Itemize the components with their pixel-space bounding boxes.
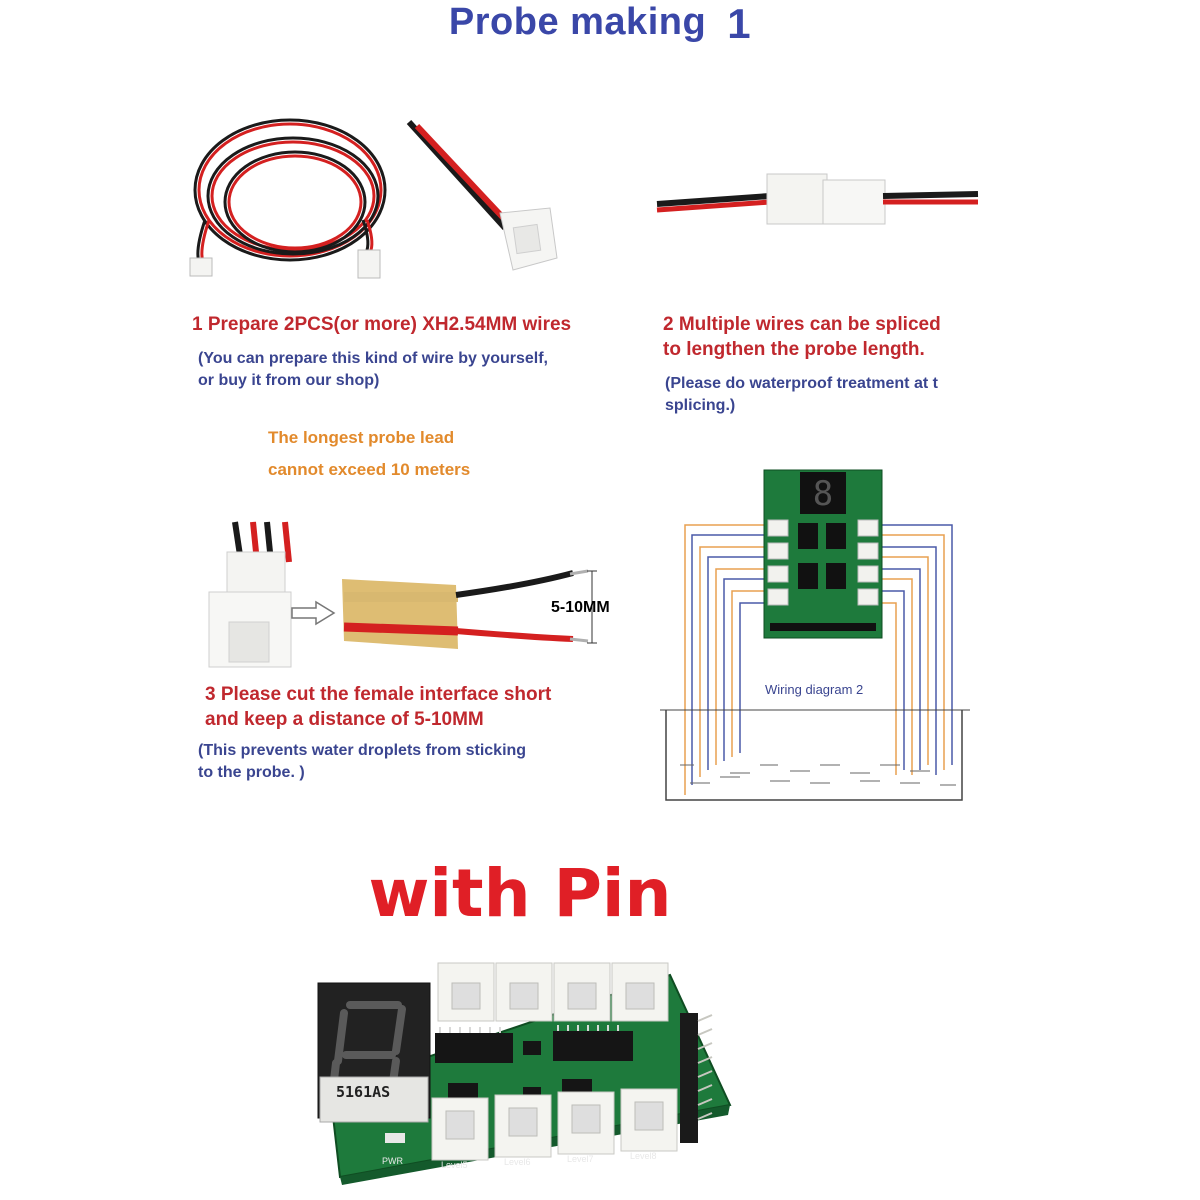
level-sensor-board-photo bbox=[317, 962, 732, 1185]
svg-text:8: 8 bbox=[813, 474, 833, 514]
step2-text-block: 2 Multiple wires can be spliced to lengt… bbox=[663, 312, 983, 432]
measure-label: 5-10MM bbox=[551, 599, 610, 616]
step3-note-line2: to the probe. ) bbox=[198, 764, 305, 781]
level7-label: Level7 bbox=[567, 1154, 594, 1164]
display-label: 5161AS bbox=[336, 1083, 391, 1101]
step2-heading-line2: to lengthen the probe length. bbox=[663, 339, 925, 360]
level5-label: Level5 bbox=[441, 1160, 468, 1170]
wiring-diagram: 8 bbox=[660, 469, 970, 801]
title-text: Probe making bbox=[448, 1, 707, 43]
step1-note-line1: (You can prepare this kind of wire by yo… bbox=[198, 350, 548, 367]
step1-heading: 1 Prepare 2PCS(or more) XH2.54MM wires bbox=[192, 314, 572, 335]
page-title: Probe making 1 bbox=[0, 0, 1200, 47]
section-heading-with-pin: with Pin bbox=[368, 855, 672, 932]
step2-heading-line1: 2 Multiple wires can be spliced bbox=[663, 314, 941, 335]
female-connector-photo bbox=[208, 521, 292, 668]
step1-note-line2: or buy it from our shop) bbox=[198, 372, 380, 389]
connector-closeup-photo bbox=[406, 119, 558, 271]
stripped-wires-photo bbox=[342, 569, 597, 649]
spliced-wires-photo bbox=[656, 173, 979, 225]
warning-line2: cannot exceed 10 meters bbox=[268, 460, 471, 479]
wiring-diagram-label: Wiring diagram 2 bbox=[765, 682, 864, 697]
step2-note-line1: (Please do waterproof treatment at t bbox=[665, 375, 938, 392]
step3-note-line1: (This prevents water droplets from stick… bbox=[198, 742, 527, 759]
power-label: PWR bbox=[382, 1156, 403, 1166]
level8-label: Level8 bbox=[630, 1151, 657, 1161]
warning-line1: The longest probe lead bbox=[268, 428, 455, 447]
step3-heading-line1: 3 Please cut the female interface short bbox=[205, 684, 552, 705]
coiled-wire-photo bbox=[189, 118, 387, 279]
step2-note-line2: splicing.) bbox=[665, 397, 736, 414]
step3-heading-line2: and keep a distance of 5-10MM bbox=[205, 709, 484, 730]
level6-label: Level6 bbox=[504, 1157, 531, 1167]
arrow-right-icon bbox=[291, 600, 336, 626]
title-number: 1 bbox=[727, 0, 752, 47]
